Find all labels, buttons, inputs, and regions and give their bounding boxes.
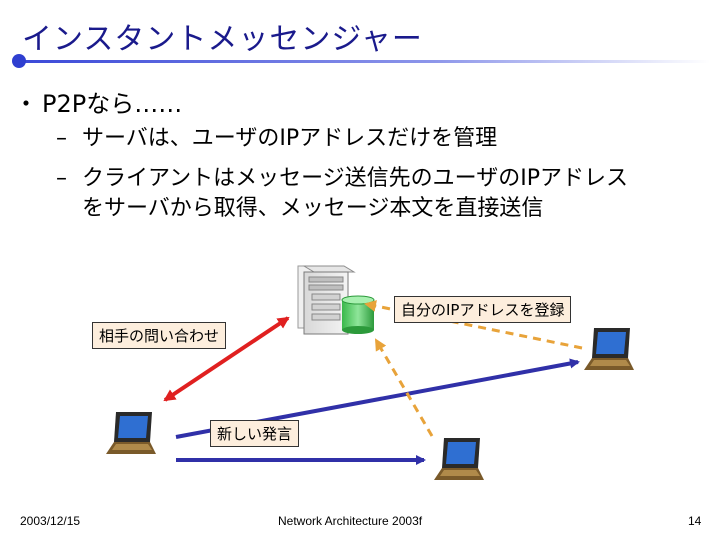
title-bullet-dot [12,54,26,68]
footer-course: Network Architecture 2003f [278,514,423,528]
slide-title: インスタントメッセンジャー [22,22,423,57]
sub-bullet-marker: – [56,166,67,191]
query-label: 相手の問い合わせ [92,322,227,349]
register-label: 自分のIPアドレスを登録 [394,296,572,323]
sub-bullet-2: –クライアントはメッセージ送信先のユーザのIPアドレス をサーバから取得、メッセ… [56,164,628,224]
main-bullet: ・P2Pなら…… [14,84,182,119]
sub-bullet-2-text-line2: をサーバから取得、メッセージ本文を直接送信 [82,196,544,221]
sub-bullet-marker: – [56,126,67,151]
title-underline [20,60,710,63]
footer-date: 2003/12/15 [20,514,81,528]
new-message-label: 新しい発言 [210,420,300,447]
sub-bullet-2-text-line1: クライアントはメッセージ送信先のユーザのIPアドレス [82,166,628,191]
server-icon [297,265,356,335]
sub-bullet-1: –サーバは、ユーザのIPアドレスだけを管理 [56,124,497,154]
register-arrow-bottom [374,338,434,437]
sub-bullet-1-text: サーバは、ユーザのIPアドレスだけを管理 [82,126,498,151]
laptop-icon [106,412,156,454]
laptop-icon [434,438,484,480]
query-arrow [163,316,290,402]
bullet-marker: ・ [14,90,38,118]
main-bullet-text: P2Pなら…… [42,90,183,118]
database-icon [341,295,375,334]
footer-page-number: 14 [688,514,702,528]
laptop-icon [584,328,634,370]
